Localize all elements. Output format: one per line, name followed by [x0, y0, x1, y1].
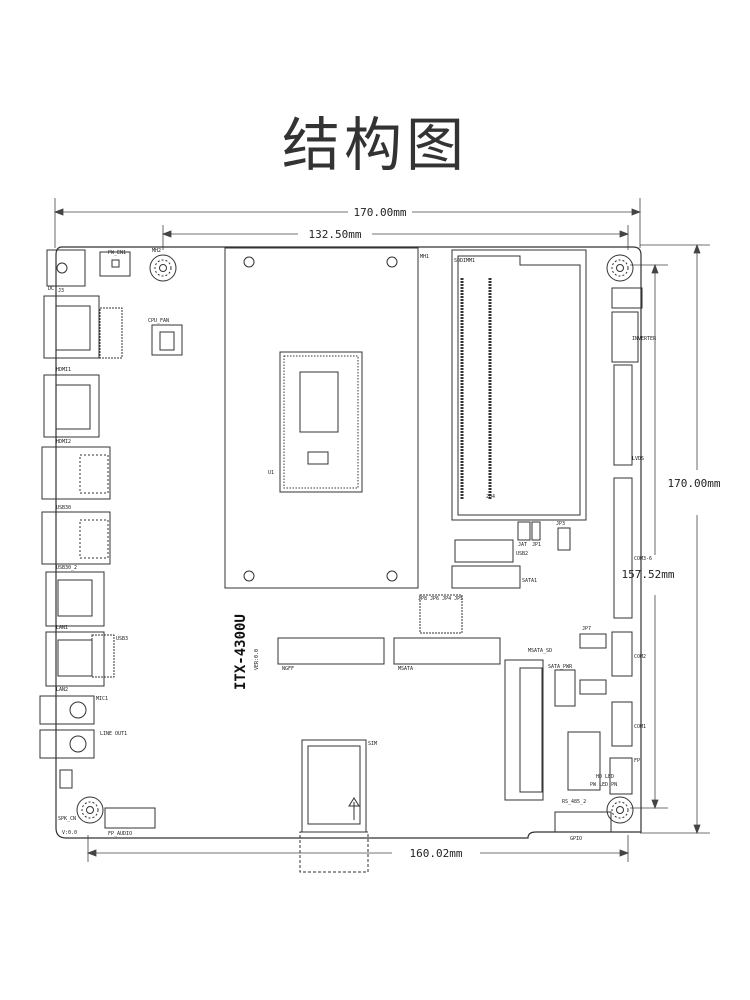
spk-connector [59, 769, 73, 789]
label-sodimm: SODIMM1 [454, 258, 475, 264]
dim-total-width: 170.00mm [354, 206, 407, 219]
label-ngff: NGFF [282, 666, 294, 672]
com1-header [611, 701, 633, 747]
label-hdmi1: HDMI1 [56, 367, 71, 373]
label-usb3: USB3 [116, 636, 128, 642]
hdmi1-connector [43, 295, 100, 359]
label-jp3: JP3 [556, 521, 565, 527]
mounting-hole-mh2 [149, 254, 177, 282]
sata-pwr-connector [554, 669, 576, 707]
label-pn-led: PW LED PN [590, 782, 617, 788]
cpu-fan-header [151, 324, 183, 356]
label-mic1: MIC1 [96, 696, 108, 702]
label-sata1: SATA1 [522, 578, 537, 584]
cpu-area [151, 247, 419, 589]
label-usb2: USB2 [516, 551, 528, 557]
label-dc: DC [48, 286, 54, 292]
msata-sd-slot [504, 659, 544, 801]
gpio-header [554, 811, 612, 833]
cpu-chip [279, 351, 363, 493]
sodimm-slot [451, 249, 587, 521]
label-msata-sd: MSATA_SD [528, 648, 552, 654]
cpu-heatsink-outline [224, 247, 419, 589]
label-jat: JAT [518, 542, 527, 548]
dim-bottom-span: 160.02mm [410, 847, 463, 860]
mounting-hole-bottom-left [76, 796, 104, 824]
label-inverter: INVERTER [632, 336, 657, 342]
fp-audio-header [104, 807, 156, 829]
label-gpio: GPIO [570, 836, 582, 842]
page-title: 结构图 [281, 111, 468, 179]
label-spk-cn: SPK_CN [58, 816, 76, 822]
label-hdmi2: HDMI2 [56, 439, 71, 445]
com2-header [611, 631, 633, 677]
left-io-panel [39, 249, 156, 829]
sim-card-slot [299, 739, 369, 873]
rs485-connector [567, 731, 601, 791]
label-mh2: MH2 [152, 248, 161, 254]
com3-6-header [613, 477, 633, 619]
board-outline [55, 246, 642, 839]
label-com1: COM1 [634, 724, 646, 730]
label-mh1: MH1 [420, 254, 429, 260]
msata-slot [393, 637, 501, 665]
label-j3: J3 [58, 288, 64, 294]
usb30-connector [41, 446, 111, 500]
label-lan1: LAN1 [56, 625, 68, 631]
inverter-header [611, 311, 639, 363]
mic-jack [39, 695, 95, 725]
label-pw-en: PW_EN1 [108, 250, 126, 256]
hdmi2-connector [43, 374, 100, 438]
mounting-hole-top-right [606, 254, 634, 282]
label-u1: U1 [268, 470, 274, 476]
lan1-connector [45, 571, 105, 627]
label-jp7: JP7 [582, 626, 591, 632]
label-fp-audio: FP_AUDIO [108, 831, 132, 837]
label-com3-6: COM3-6 [634, 556, 652, 562]
ngff-slot [277, 637, 385, 665]
usb2-header [454, 539, 514, 563]
mid-right-components [277, 521, 612, 833]
usb30-2-connector [41, 511, 111, 565]
label-hd-led: HD LED [596, 774, 614, 780]
label-sim: SIM [368, 741, 377, 747]
label-lan2: LAN2 [56, 687, 68, 693]
mounting-holes [76, 254, 634, 824]
label-jp1: JP1 [532, 542, 541, 548]
dim-hole-span-width: 132.50mm [309, 228, 362, 241]
board-version: VER:0.0 [254, 649, 260, 670]
label-sodimm-pin: 204 [486, 494, 495, 500]
label-lvds: LVDS [632, 456, 644, 462]
label-bottom-version: V:0.0 [62, 830, 77, 836]
fp-header [609, 757, 633, 795]
dim-total-height: 170.00mm [668, 477, 721, 490]
dimension-lines [53, 198, 710, 862]
label-usb30-2: USB30_2 [56, 565, 77, 571]
lvds-header [613, 364, 633, 466]
jumper-group [419, 594, 463, 634]
board-model: ITX-4300U [233, 614, 249, 690]
label-com2: COM2 [634, 654, 646, 660]
label-msata: MSATA [398, 666, 413, 672]
label-rs485: RS_485_2 [562, 799, 586, 805]
label-cpu-fan: CPU_FAN [148, 318, 169, 324]
label-usb30: USB30 [56, 505, 71, 511]
dim-hole-span-height: 157.52mm [622, 568, 675, 581]
label-jp-group: JP8 JP6 JP4 JP5 [418, 596, 463, 602]
line-out-jack [39, 729, 95, 759]
sata1-connector [451, 565, 521, 589]
dimension-labels: 170.00mm 132.50mm 170.00mm 157.52mm 160.… [309, 206, 721, 860]
label-line-out: LINE OUT1 [100, 731, 127, 737]
label-fp: FP [634, 758, 640, 764]
dc-jack [46, 249, 86, 287]
label-sata-pwr: SATA_PWR [548, 664, 573, 670]
lan2-connector [45, 631, 105, 687]
mounting-hole-bottom-right [606, 796, 634, 824]
right-headers [579, 287, 643, 795]
